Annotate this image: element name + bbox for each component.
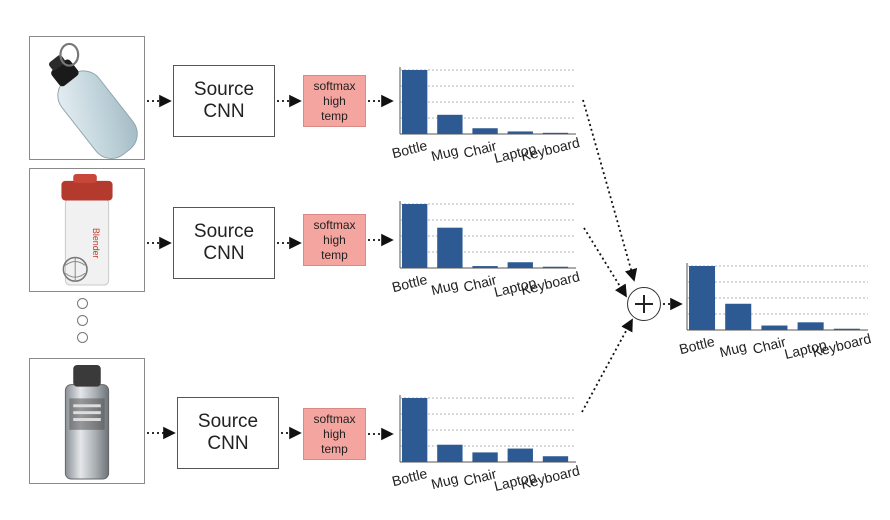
softmax-box-1: softmax high temp (303, 75, 366, 127)
probability-chart-1-bar-keyboard (542, 132, 569, 134)
combined-probability-chart-bar-mug (725, 303, 752, 330)
combined-probability-chart-tick-label-keyboard: Keyboard (811, 330, 873, 360)
probability-chart-2-tick-label-mug: Mug (430, 276, 460, 298)
steel-bottle-image (64, 364, 110, 480)
softmax-label-3b: high (323, 426, 346, 441)
softmax-label-1a: softmax (313, 78, 356, 93)
combined-probability-chart-bar-chair (761, 325, 788, 330)
probability-chart-2-bar-chair (472, 266, 498, 268)
probability-chart-3-tick-label-chair: Chair (462, 465, 499, 489)
probability-chart-2-bar-laptop (507, 262, 533, 268)
svg-text:Blender: Blender (91, 228, 101, 258)
plus-circle-icon (627, 287, 661, 321)
combined-probability-chart-bar-bottle (689, 266, 716, 330)
steel-bottle-photo (29, 358, 145, 484)
probability-chart-2-tick-label-chair: Chair (462, 271, 499, 295)
probability-chart-1-bar-bottle (402, 70, 428, 134)
probability-chart-3-tick-label-bottle: Bottle (390, 465, 429, 489)
probability-chart-3-bar-chair (472, 452, 498, 462)
shaker-bottle-photo: Blender (29, 168, 145, 292)
combined-probability-chart-tick-label-bottle: Bottle (678, 333, 717, 357)
water-bottle-image (48, 42, 138, 159)
probability-chart-1-tick-label-mug: Mug (430, 142, 460, 164)
combined-probability-chart-tick-label-mug: Mug (718, 338, 748, 360)
source-cnn-box-1: Source CNN (173, 65, 275, 137)
softmax-label-1c: temp (321, 108, 348, 123)
probability-chart-1-bar-chair (472, 128, 498, 134)
probability-chart-2-bar-bottle (402, 204, 428, 268)
probability-chart-2-bar-mug (437, 227, 463, 268)
probability-chart-1-tick-label-chair: Chair (462, 137, 499, 161)
probability-chart-3-bar-laptop (507, 448, 533, 462)
probability-chart-2-bar-keyboard (542, 266, 569, 268)
softmax-box-2: softmax high temp (303, 214, 366, 266)
water-bottle-photo (29, 36, 145, 160)
probability-chart-1-tick-label-keyboard: Keyboard (519, 134, 581, 164)
probability-chart-3-tick-label-keyboard: Keyboard (519, 462, 581, 492)
source-cnn-label-3a: Source (197, 411, 259, 432)
softmax-label-3c: temp (321, 441, 348, 456)
source-cnn-label-2a: Source (193, 221, 255, 242)
probability-chart-1-bar-mug (437, 114, 463, 134)
shaker-bottle-image: Blender (61, 173, 113, 286)
source-cnn-box-2: Source CNN (173, 207, 275, 279)
probability-chart-2-tick-label-bottle: Bottle (390, 271, 429, 295)
softmax-box-3: softmax high temp (303, 408, 366, 460)
combined-probability-chart-bar-keyboard (833, 328, 860, 330)
probability-chart-3-bar-bottle (402, 398, 428, 462)
source-cnn-label-1b: CNN (203, 101, 245, 122)
source-cnn-box-3: Source CNN (177, 397, 279, 469)
combined-probability-chart-bar-laptop (797, 322, 824, 330)
vertical-ellipsis-icon (77, 298, 88, 349)
softmax-label-3a: softmax (313, 411, 356, 426)
softmax-label-2b: high (323, 232, 346, 247)
probability-chart-3-bar-keyboard (542, 456, 569, 462)
source-cnn-label-3b: CNN (207, 433, 249, 454)
probability-chart-2-tick-label-keyboard: Keyboard (519, 268, 581, 298)
probability-chart-3-tick-label-mug: Mug (430, 470, 460, 492)
probability-chart-3-bar-mug (437, 444, 463, 462)
source-cnn-label-2b: CNN (203, 243, 245, 264)
softmax-label-2c: temp (321, 247, 348, 262)
probability-chart-1-tick-label-bottle: Bottle (390, 137, 429, 161)
softmax-label-2a: softmax (313, 217, 356, 232)
probability-chart-1-bar-laptop (507, 131, 533, 134)
softmax-label-1b: high (323, 93, 346, 108)
source-cnn-label-1a: Source (193, 79, 255, 100)
combined-probability-chart-tick-label-chair: Chair (751, 333, 788, 357)
